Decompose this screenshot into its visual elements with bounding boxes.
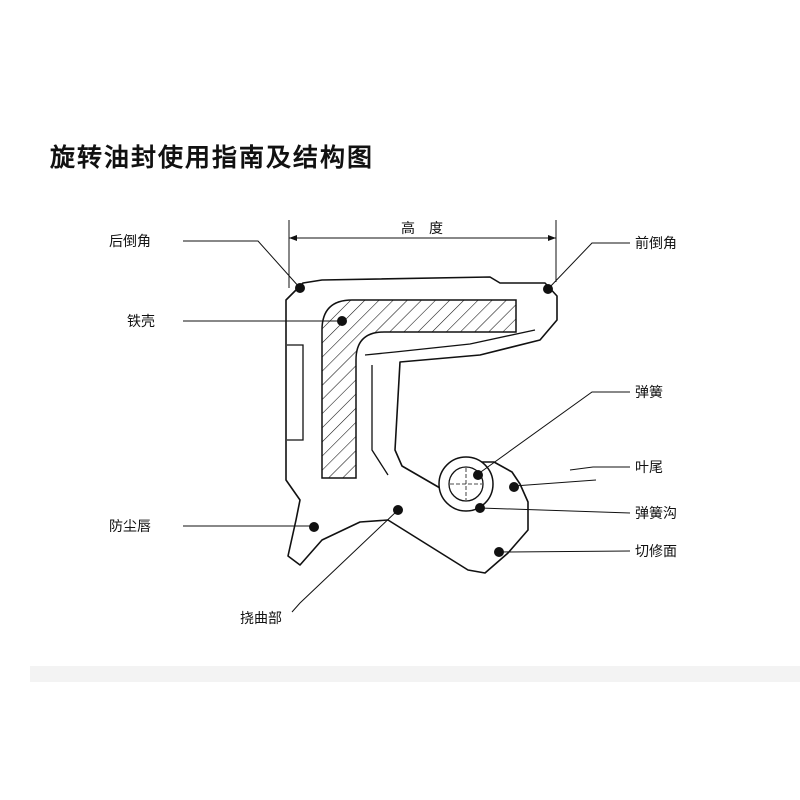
label-rear-chamfer: 后倒角: [109, 234, 151, 250]
label-spring: 弹簧: [635, 385, 663, 401]
label-dust-lip: 防尘唇: [109, 519, 151, 535]
label-metal-case: 铁壳: [127, 313, 155, 330]
label-flex-section: 挠曲部: [240, 611, 282, 627]
metal-case: [321, 299, 517, 479]
label-cut-face: 切修面: [635, 544, 677, 560]
leader-lines: [183, 240, 631, 613]
lip-tail-dot: [509, 482, 519, 492]
spring-dot: [473, 470, 483, 480]
diagram-title: 旋转油封使用指南及结构图: [50, 143, 375, 172]
height-label: 高 度: [401, 220, 443, 237]
label-front-chamfer: 前倒角: [635, 235, 677, 252]
label-spring-groove: 弹簧沟: [635, 506, 677, 522]
rear-chamfer-dot: [295, 283, 305, 293]
height-dimension: 高 度: [288, 220, 557, 288]
flex-section-dot: [393, 505, 403, 515]
footer-band: [30, 666, 800, 682]
label-lip-tail: 叶尾: [635, 460, 663, 476]
metal-case-dot: [337, 316, 347, 326]
cut-face-dot: [494, 547, 504, 557]
spring-groove-dot: [475, 503, 485, 513]
dust-lip-dot: [309, 522, 319, 532]
spring-element: [438, 456, 494, 512]
front-chamfer-dot: [543, 284, 553, 294]
